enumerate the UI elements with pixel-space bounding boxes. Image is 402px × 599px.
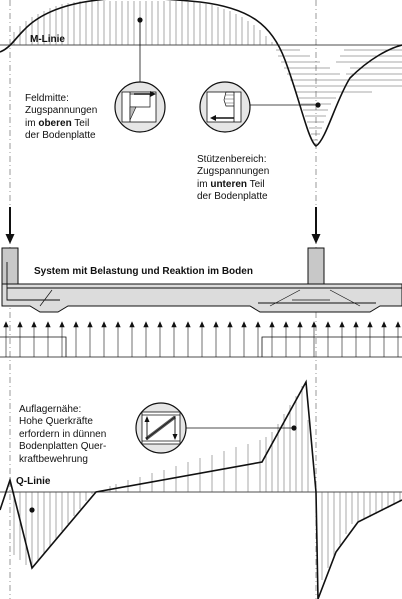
callout-auflager [135, 402, 187, 454]
stuetzen-line2: Zugspannungen [197, 166, 270, 177]
system-drawing [1, 207, 402, 313]
auflager-line1: Auflagernähe: [19, 403, 82, 415]
reaction-arrow-head [31, 321, 37, 328]
reaction-arrow-head [325, 321, 331, 328]
q-line-curve [0, 379, 402, 599]
load-arrow-left [5, 207, 15, 244]
reaction-arrow-head [17, 321, 23, 328]
auflager-line5: kraftbewehrung [19, 453, 88, 465]
reaction-arrow-head [87, 321, 93, 328]
auflager-line2: Hohe Querkräfte [19, 416, 93, 427]
reaction-arrow-head [185, 321, 191, 328]
callout-feldmitte [114, 81, 166, 133]
column-left [1, 247, 19, 285]
reaction-arrow-head [115, 321, 121, 328]
soil-reaction [0, 321, 402, 358]
reaction-arrow-head [45, 321, 51, 328]
floor-slab [1, 283, 402, 313]
feldmitte-line3-bold: oberen [38, 117, 72, 129]
reaction-arrow-head [157, 321, 163, 328]
reaction-arrow-head [59, 321, 65, 328]
reaction-arrow-head [269, 321, 275, 328]
m-line-curve [0, 0, 402, 147]
q-line-point-left [29, 507, 35, 513]
reaction-arrow-head [73, 321, 79, 328]
reaction-arrow-head [227, 321, 233, 328]
load-arrow-right [311, 207, 321, 244]
reaction-arrow-head [171, 321, 177, 328]
stuetzen-line3-post: Teil [247, 178, 265, 190]
feldmitte-line3-pre: im [25, 117, 39, 129]
reaction-arrow-head [213, 321, 219, 328]
stuetzen-note: Stützenbereich: Zugspannungen im unteren… [197, 141, 269, 204]
reaction-arrow-head [199, 321, 205, 328]
reaction-arrow-head [395, 321, 401, 328]
callout-stuetzen [199, 81, 251, 133]
feldmitte-note: Feldmitte: Zugspannungen im oberen Teil … [25, 80, 97, 143]
feldmitte-line1: Feldmitte: [25, 92, 69, 104]
reaction-arrow-head [255, 321, 261, 328]
rebar-top [6, 262, 60, 301]
stuetzen-line3-pre: im [197, 178, 211, 190]
auflager-note: Auflagernähe: Hohe Querkräfte erfordern … [19, 391, 106, 466]
reaction-arrow-head [353, 321, 359, 328]
auflager-line3: erfordern in dünnen [19, 428, 107, 440]
q-line-label: Q-Linie [16, 476, 51, 487]
reaction-arrow-head [143, 321, 149, 328]
reaction-arrow-head [381, 321, 387, 328]
reaction-arrow-head [367, 321, 373, 328]
q-line-hatch [13, 386, 401, 580]
column-right [307, 247, 325, 285]
q-line-diagram [0, 379, 402, 599]
reaction-arrow-head [297, 321, 303, 328]
feldmitte-line3-post: Teil [71, 117, 90, 129]
system-title: System mit Belastung und Reaktion im Bod… [34, 266, 253, 277]
reaction-arrow-head [3, 321, 9, 328]
reaction-arrow-head [339, 321, 345, 328]
reaction-arrow-head [283, 321, 289, 328]
auflager-line4: Bodenplatten Quer- [19, 441, 107, 452]
stuetzen-line1: Stützenbereich: [197, 153, 267, 165]
m-line-label: M-Linie [30, 34, 65, 45]
feldmitte-line2: Zugspannungen [25, 105, 98, 116]
feldmitte-line4: der Bodenplatte [25, 130, 96, 141]
reaction-arrow-head [241, 321, 247, 328]
stuetzen-line3-bold: unteren [210, 178, 248, 190]
m-line-hatch-positive [13, 1, 273, 45]
reaction-arrow-head [101, 321, 107, 328]
stuetzen-line4: der Bodenplatte [197, 191, 268, 202]
reaction-arrow-head [311, 321, 317, 328]
m-line-diagram [0, 0, 402, 147]
reaction-arrow-head [129, 321, 135, 328]
